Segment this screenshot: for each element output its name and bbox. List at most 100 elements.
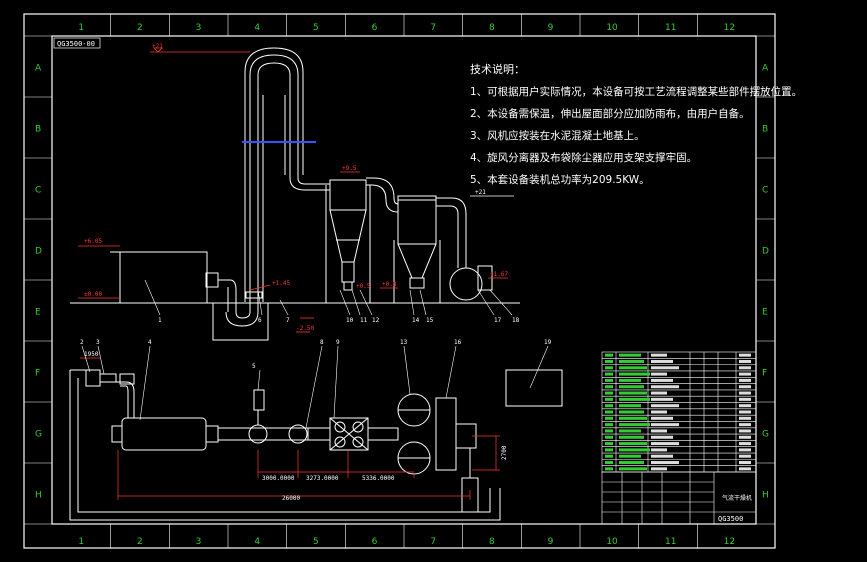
parts-row-mark — [651, 372, 667, 376]
filter-hopper — [397, 243, 437, 279]
parts-row-mark — [605, 423, 613, 427]
top-column-marker-2: 2 — [137, 23, 143, 33]
parts-row-mark — [619, 454, 641, 458]
parts-row-mark — [619, 448, 650, 452]
parts-row-mark — [651, 385, 679, 389]
top-column-marker-9: 9 — [548, 23, 554, 33]
note-line-1: 1、可根据用户实际情况，本设备可按工艺流程调整某些部件摆放位置。 — [470, 85, 802, 98]
right-row-marker-F: F — [762, 369, 767, 379]
bottom-column-marker-6: 6 — [372, 537, 378, 547]
left-row-marker-F: F — [35, 369, 40, 379]
plan-enclosure — [69, 370, 501, 521]
parts-row-mark — [605, 366, 613, 370]
plan-view — [69, 369, 563, 521]
callout-14: 14 — [412, 317, 420, 324]
elev-ground: ±0.00 — [84, 291, 102, 298]
drawing-code: QG3500-00 — [57, 40, 95, 48]
bottom-column-marker-5: 5 — [313, 537, 319, 547]
parts-row-mark — [651, 353, 667, 357]
plan-product-box — [505, 369, 563, 407]
left-row-marker-H: H — [35, 491, 42, 501]
parts-row-mark — [739, 467, 751, 471]
parts-row-mark — [619, 366, 647, 370]
elev-cyclone-top: +9.5 — [342, 165, 357, 172]
parts-row-mark — [605, 448, 613, 452]
note-line-3: 3、风机应按装在水泥混凝土地基上。 — [470, 129, 645, 142]
cyclone-body — [329, 179, 367, 211]
elev-top: +21 — [152, 43, 163, 50]
top-column-marker-10: 10 — [606, 23, 618, 33]
top-column-marker-3: 3 — [196, 23, 202, 33]
dim-total: 26000 — [282, 495, 300, 502]
top-column-marker-1: 1 — [78, 23, 84, 33]
left-row-marker-D: D — [35, 247, 42, 257]
callout-2: 2 — [80, 339, 84, 346]
parts-row-mark — [605, 385, 613, 389]
parts-row-mark — [605, 416, 613, 420]
parts-row-mark — [739, 416, 751, 420]
top-column-marker-11: 11 — [665, 23, 676, 33]
parts-row-mark — [651, 423, 679, 427]
parts-row-mark — [651, 442, 679, 446]
parts-row-mark — [739, 359, 751, 363]
note-line-4: 4、旋风分离器及布袋除尘器应用支架支撑牢固。 — [470, 151, 697, 164]
parts-row-mark — [651, 448, 667, 452]
dim-d1: 3000.0000 — [262, 475, 295, 482]
elev-cyclone-base: +0.5 — [356, 283, 371, 290]
title-block — [601, 471, 757, 525]
parts-row-mark — [605, 435, 613, 439]
parts-row-mark — [605, 461, 613, 465]
parts-row-mark — [739, 461, 751, 465]
elev-exhaust: +21 — [475, 189, 486, 196]
parts-row-mark — [619, 423, 650, 427]
parts-row-mark — [605, 391, 613, 395]
parts-row-mark — [619, 429, 641, 433]
parts-row-mark — [651, 366, 679, 370]
dim-height: 2700 — [501, 445, 508, 460]
parts-row-mark — [605, 404, 613, 408]
callout-3: 3 — [96, 339, 100, 346]
bottom-column-marker-10: 10 — [606, 537, 618, 547]
elevation-marks — [78, 47, 508, 333]
elev-left-unit: +6.05 — [84, 238, 102, 245]
heater-outlet — [205, 272, 219, 288]
parts-row-mark — [619, 410, 644, 414]
parts-row-mark — [739, 442, 751, 446]
callout-10: 10 — [346, 317, 354, 324]
left-row-marker-B: B — [35, 125, 41, 135]
elevation-view — [70, 47, 520, 341]
parts-row-mark — [605, 378, 613, 382]
dim-small: 1950 — [84, 351, 99, 358]
right-row-marker-A: A — [762, 64, 769, 74]
titleblock-name: 气流干燥机 — [722, 494, 752, 502]
parts-row-mark — [739, 429, 751, 433]
bottom-column-marker-9: 9 — [548, 537, 554, 547]
plan-heater — [121, 417, 207, 451]
parts-row-mark — [651, 461, 679, 465]
outer-frame — [23, 13, 776, 549]
elev-pipe-inlet: +1.45 — [272, 280, 290, 287]
parts-row-mark — [739, 378, 751, 382]
elev-filter-base: +0.8 — [382, 281, 397, 288]
drawing-code-box — [53, 37, 101, 49]
parts-row-mark — [651, 404, 679, 408]
dimension-labels: 3000.0000 3273.0000 5336.0000 26000 1950 — [84, 351, 395, 502]
parts-row-mark — [619, 397, 650, 401]
parts-row-mark — [605, 429, 613, 433]
parts-row-mark — [651, 429, 667, 433]
parts-row-mark — [619, 404, 641, 408]
parts-row-mark — [619, 442, 647, 446]
callout-9: 9 — [336, 339, 340, 346]
plan-duct — [217, 427, 309, 441]
parts-row-mark — [739, 366, 751, 370]
callout-12: 12 — [372, 317, 380, 324]
parts-row-mark — [619, 353, 641, 357]
pit — [212, 303, 269, 341]
parts-row-mark — [619, 385, 644, 389]
callout-11: 11 — [360, 317, 368, 324]
inlet-pipe — [218, 279, 237, 312]
callout-8: 8 — [320, 339, 324, 346]
parts-row-mark — [739, 353, 751, 357]
